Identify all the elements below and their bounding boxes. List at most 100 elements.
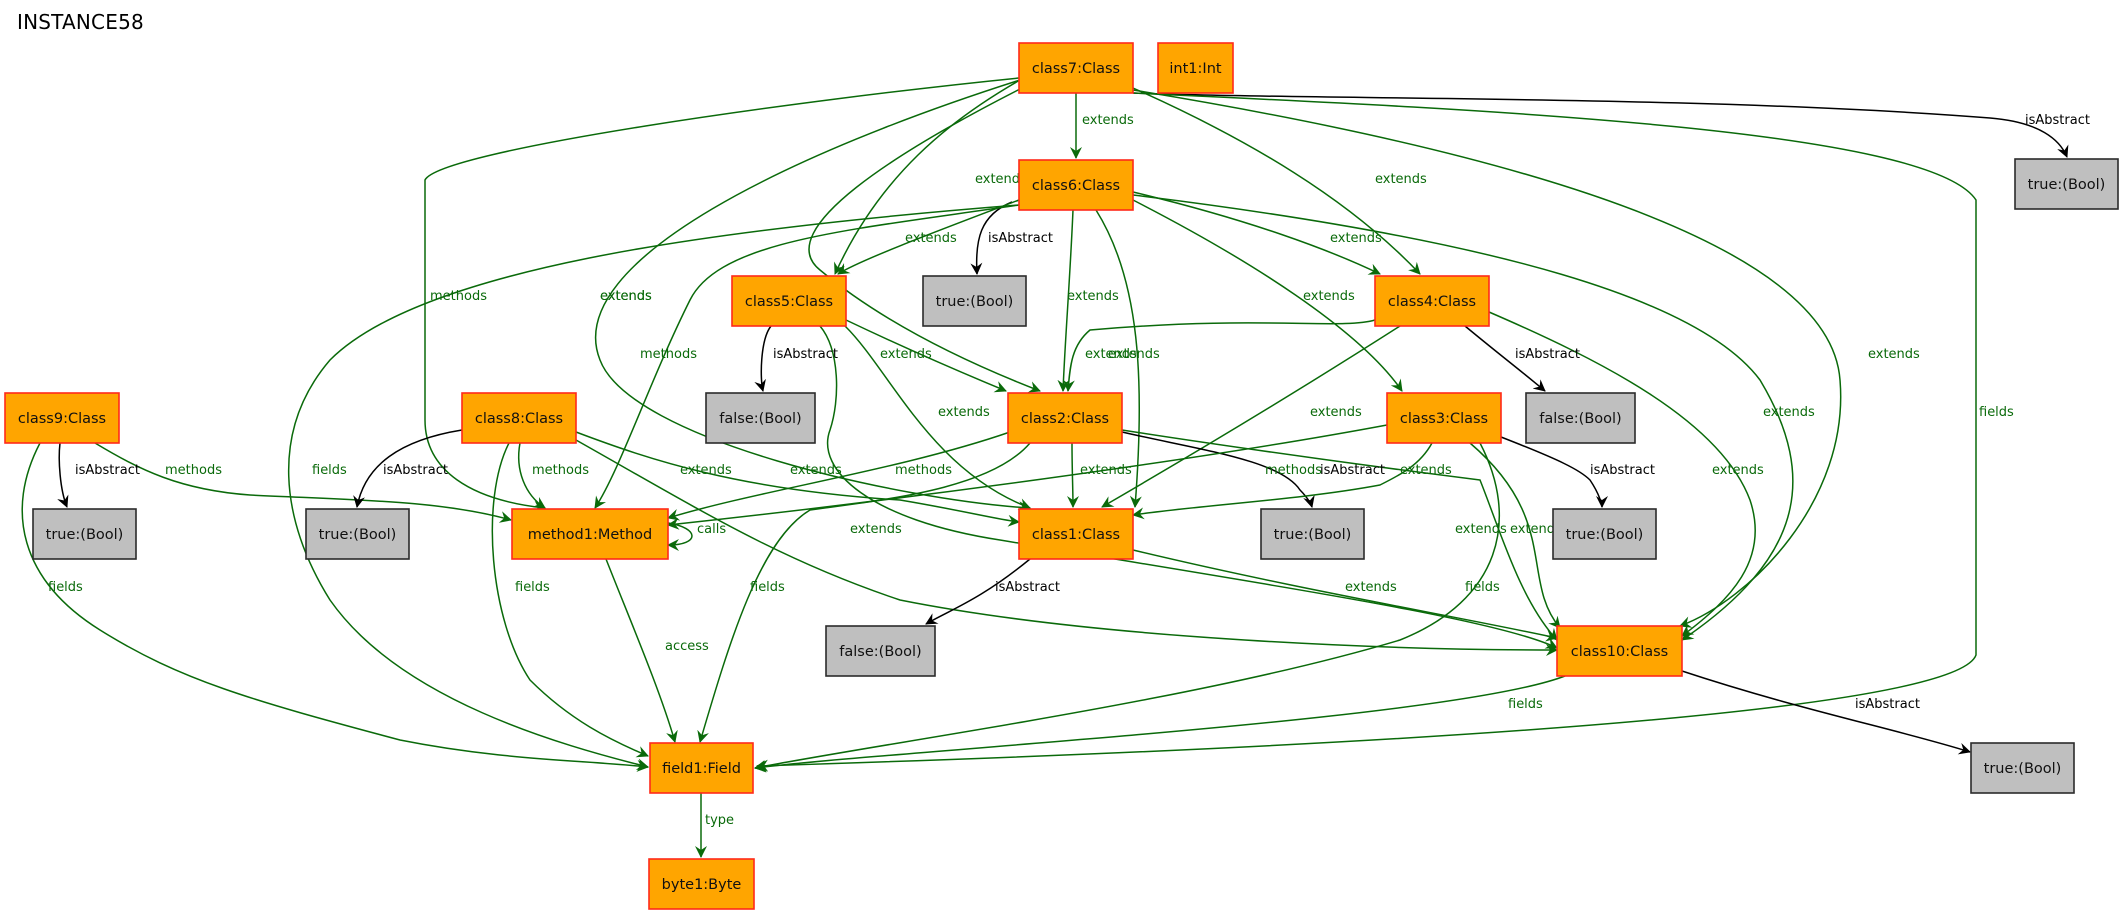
node-box[interactable] (4, 392, 120, 444)
node-box[interactable] (2014, 158, 2119, 210)
edge-class7-extends-class4 (1132, 87, 1421, 275)
nodes-layer: class7:Class int1:Int true:(Bool) class6:Cl… (4, 42, 2119, 910)
edge-class7-methods-method1 (424, 77, 1020, 513)
node-class4[interactable]: class4:Class (1374, 275, 1490, 327)
node-true_c8[interactable]: true:(Bool) (305, 508, 410, 560)
node-true_c9[interactable]: true:(Bool) (32, 508, 137, 560)
edge-label-fields: fields (1508, 697, 1543, 712)
edge-class4-extends-class1 (1101, 325, 1401, 508)
edge-label-extends: extends (1345, 580, 1397, 595)
node-box[interactable] (1552, 508, 1657, 560)
node-box[interactable] (731, 275, 847, 327)
edge-label-isAbstract: isAbstract (773, 347, 838, 362)
edge-label-isAbstract: isAbstract (383, 463, 448, 478)
edge-label-access: access (665, 639, 709, 654)
node-byte1[interactable]: byte1:Byte (648, 858, 755, 910)
edge-class6-extends-class1 (1095, 209, 1142, 508)
node-box[interactable] (1157, 42, 1234, 94)
node-label: class10:Class (1571, 644, 1668, 660)
node-label: true:(Bool) (1566, 527, 1644, 543)
node-label: class1:Class (1032, 527, 1120, 543)
node-true_c6[interactable]: true:(Bool) (922, 275, 1027, 327)
node-class8[interactable]: class8:Class (461, 392, 577, 444)
node-label: method1:Method (528, 527, 653, 543)
node-label: true:(Bool) (1984, 761, 2062, 777)
node-label: true:(Bool) (319, 527, 397, 543)
node-box[interactable] (1374, 275, 1490, 327)
node-label: false:(Bool) (719, 411, 801, 427)
edge-label-extends: extends (1303, 289, 1355, 304)
node-class10[interactable]: class10:Class (1556, 625, 1683, 677)
edge-label-extends: extends (1455, 522, 1507, 537)
edge-class7-extends-class2 (808, 87, 1041, 393)
edge-label-methods: methods (430, 289, 487, 304)
node-int1[interactable]: int1:Int (1157, 42, 1234, 94)
node-field1[interactable]: field1:Field (649, 742, 754, 794)
edge-class6-extends-class5 (837, 199, 1020, 275)
node-box[interactable] (1007, 392, 1123, 444)
node-box[interactable] (32, 508, 137, 560)
edge-class3-extends-class1 (1132, 442, 1433, 520)
node-class2[interactable]: class2:Class (1007, 392, 1123, 444)
node-false_c5[interactable]: false:(Bool) (705, 392, 816, 444)
node-true_c10[interactable]: true:(Bool) (1970, 742, 2075, 794)
node-true_c7[interactable]: true:(Bool) (2014, 158, 2119, 210)
node-class5[interactable]: class5:Class (731, 275, 847, 327)
edge-label-isAbstract: isAbstract (1855, 697, 1920, 712)
edge-class7-extends-class1 (594, 79, 1031, 514)
edge-class4-extends-class2 (1062, 319, 1376, 392)
edge-class2-isAbstract-true_c2 (1121, 431, 1315, 508)
edge-label-isAbstract: isAbstract (988, 231, 1053, 246)
node-box[interactable] (1970, 742, 2075, 794)
edge-label-extends: extends (790, 463, 842, 478)
node-box[interactable] (511, 508, 669, 560)
node-box[interactable] (461, 392, 577, 444)
edge-class8-extends-class1 (575, 431, 1020, 527)
node-box[interactable] (825, 625, 936, 677)
edge-label-methods: methods (1265, 463, 1322, 478)
node-label: byte1:Byte (662, 877, 742, 893)
edge-class9-isAbstract-true_c9 (57, 442, 69, 508)
node-box[interactable] (1018, 42, 1134, 94)
node-box[interactable] (1018, 159, 1134, 211)
node-false_c1[interactable]: false:(Bool) (825, 625, 936, 677)
node-box[interactable] (1386, 392, 1502, 444)
node-box[interactable] (305, 508, 410, 560)
node-class7[interactable]: class7:Class (1018, 42, 1134, 94)
edge-label-type: type (705, 813, 734, 828)
node-box[interactable] (1525, 392, 1636, 444)
node-class1[interactable]: class1:Class (1018, 508, 1134, 560)
node-label: class6:Class (1032, 178, 1120, 194)
edge-method1-calls-method1 (667, 522, 693, 551)
node-box[interactable] (705, 392, 816, 444)
node-true_c2[interactable]: true:(Bool) (1260, 508, 1365, 560)
node-method1[interactable]: method1:Method (511, 508, 669, 560)
edge-class5-isAbstract-false_c5 (754, 325, 772, 392)
edge-class10-isAbstract-true_c10 (1681, 670, 1971, 755)
node-box[interactable] (648, 858, 755, 910)
node-box[interactable] (922, 275, 1027, 327)
node-true_c3[interactable]: true:(Bool) (1552, 508, 1657, 560)
node-box[interactable] (649, 742, 754, 794)
edge-label-extends: extends (1868, 347, 1920, 362)
node-false_c4[interactable]: false:(Bool) (1525, 392, 1636, 444)
edge-class5-extends-class2 (845, 319, 1007, 393)
node-label: class4:Class (1388, 294, 1476, 310)
edge-label-extends: extends (1712, 463, 1764, 478)
edge-label-extends: extends (1375, 172, 1427, 187)
edge-class10-fields-field1 (754, 675, 1566, 773)
edge-label-methods: methods (165, 463, 222, 478)
edge-class2-extends-class10 (1121, 429, 1558, 641)
edge-class8-isAbstract-true_c8 (353, 429, 463, 508)
node-class6[interactable]: class6:Class (1018, 159, 1134, 211)
node-class3[interactable]: class3:Class (1386, 392, 1502, 444)
edge-label-extends: extends (1400, 463, 1452, 478)
node-label: true:(Bool) (2028, 177, 2106, 193)
node-box[interactable] (1018, 508, 1134, 560)
node-label: class9:Class (18, 411, 106, 427)
edge-label-extends: extends (1080, 463, 1132, 478)
edge-class7-isAbstract-true_c7 (1132, 92, 2069, 158)
node-box[interactable] (1556, 625, 1683, 677)
node-box[interactable] (1260, 508, 1365, 560)
node-class9[interactable]: class9:Class (4, 392, 120, 444)
